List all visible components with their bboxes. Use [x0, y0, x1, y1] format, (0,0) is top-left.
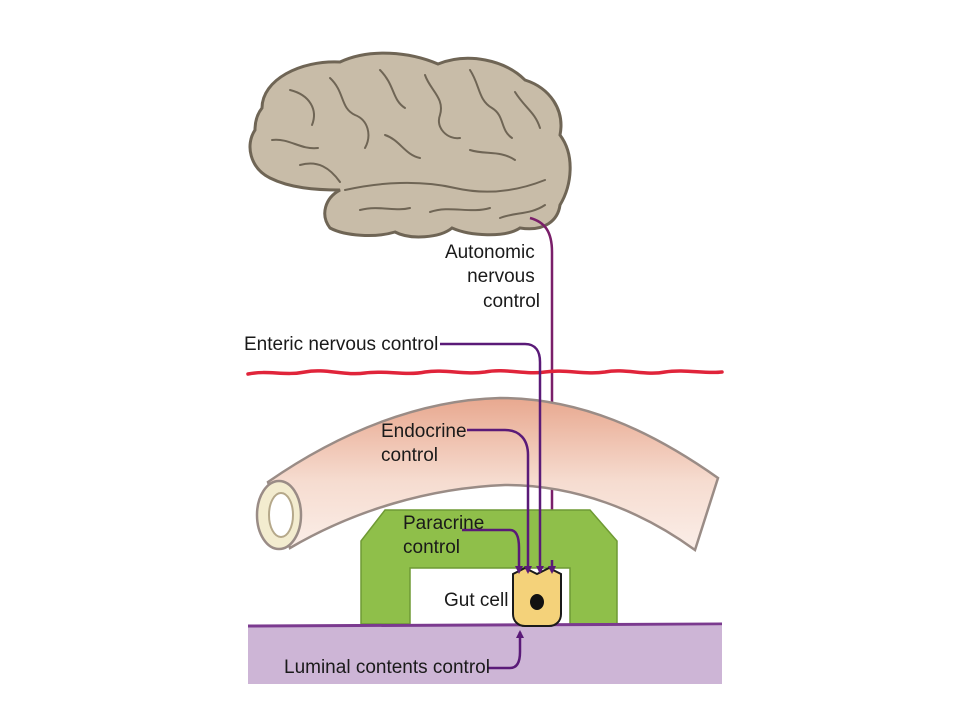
- cell-nucleus: [530, 594, 544, 610]
- blood-vessel: [255, 396, 720, 553]
- endocrine-label: Endocrine control: [381, 421, 472, 466]
- gut-cell: [512, 566, 562, 627]
- epithelial-border: [247, 622, 723, 628]
- endocrine-pathway-arrow: [467, 428, 532, 574]
- enteric-nerve-plexus: [246, 368, 724, 376]
- lumen-region: [248, 626, 722, 684]
- brain-illustration: [248, 51, 572, 239]
- enteric-pathway-arrow: [440, 342, 544, 574]
- luminal-label: Luminal contents control: [284, 657, 490, 678]
- autonomic-label: Autonomic nervous control: [445, 242, 540, 312]
- autonomic-nerve-line: [529, 216, 554, 572]
- gut-cell-label: Gut cell: [444, 590, 508, 611]
- paracrine-pathway-arrow: [462, 528, 523, 574]
- paracrine-label: Paracrine control: [403, 513, 490, 558]
- enteric-label: Enteric nervous control: [244, 334, 438, 355]
- luminal-pathway-arrow: [488, 630, 524, 670]
